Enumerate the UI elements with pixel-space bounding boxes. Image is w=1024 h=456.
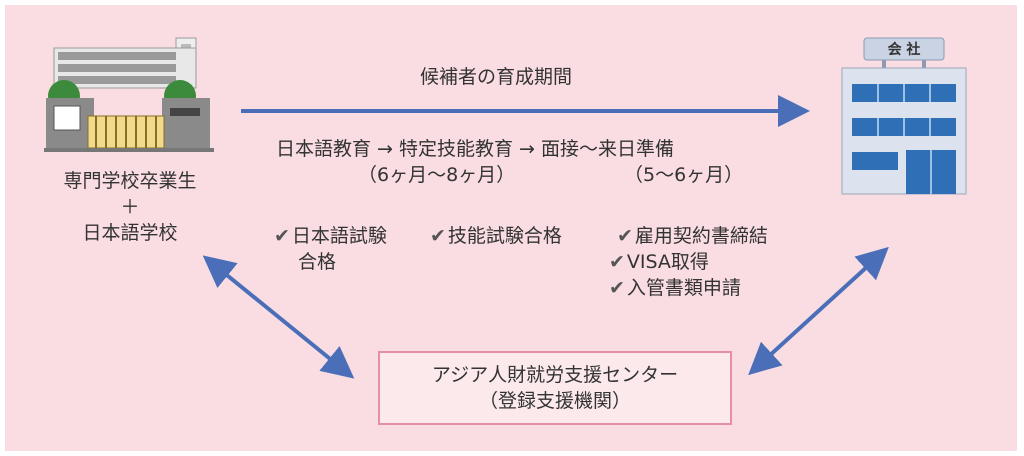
support-center-box: アジア人財就労支援センター （登録支援機関） [378, 351, 732, 425]
education-flow-text: 日本語教育 → 特定技能教育 → 面接〜来日準備 [276, 138, 674, 160]
milestone-employment-contract: ✔雇用契約書締結 [617, 225, 768, 247]
support-center-subtitle: （登録支援機関） [478, 390, 631, 412]
check-icon: ✔ [609, 277, 625, 299]
check-icon: ✔ [609, 251, 625, 273]
company-sign-text: 会 社 [888, 41, 921, 58]
support-center-name: アジア人財就労支援センター [431, 364, 679, 386]
school-building-illustration [44, 37, 214, 152]
check-icon: ✔ [617, 225, 633, 247]
school-support-center-arrow [202, 255, 355, 379]
left-entity-line2: 日本語学校 [82, 222, 178, 244]
company-support-center-arrow [748, 246, 889, 376]
milestone-skill-exam: ✔技能試験合格 [430, 225, 562, 247]
check-icon: ✔ [274, 225, 290, 247]
left-duration: （6ヶ月〜8ヶ月） [358, 164, 516, 186]
right-duration: （5〜6ヶ月） [624, 164, 744, 186]
left-entity-line1: 専門学校卒業生 [63, 170, 197, 192]
milestone-japanese-exam-line2: 合格 [298, 251, 337, 273]
milestone-japanese-exam: ✔日本語試験 [274, 225, 387, 247]
milestone-immigration-docs: ✔入管書類申請 [609, 277, 741, 299]
left-entity-plus: ＋ [120, 196, 140, 218]
check-icon: ✔ [430, 225, 446, 247]
milestone-visa: ✔VISA取得 [609, 251, 709, 273]
period-label: 候補者の育成期間 [420, 66, 573, 88]
company-building-illustration: 会 社 [841, 37, 967, 195]
